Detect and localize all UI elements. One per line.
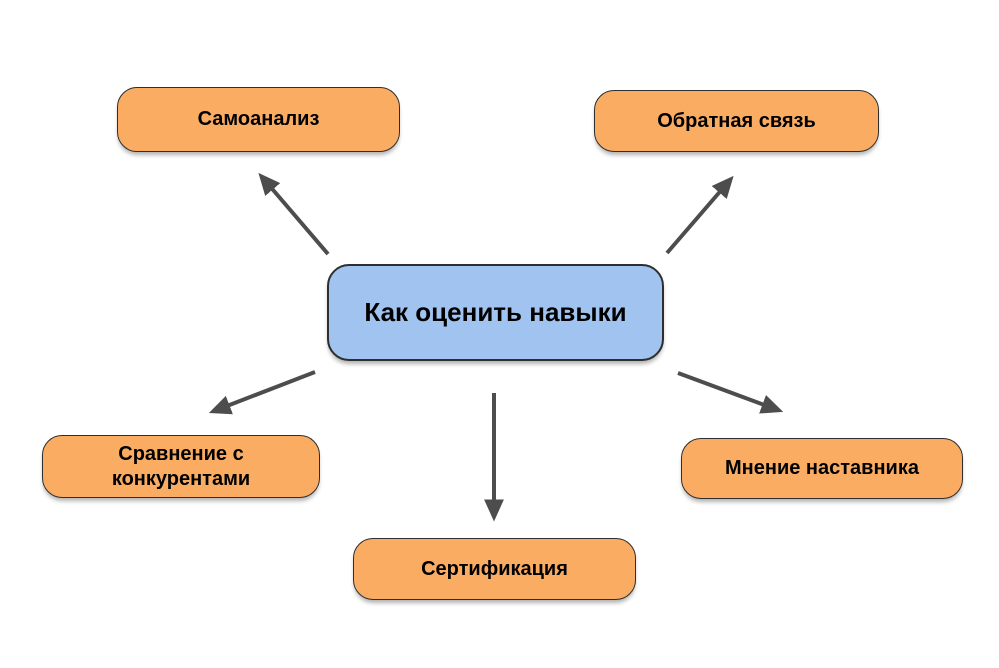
- node-sravnenie-s-konkurentami: Сравнение с конкурентами: [42, 435, 320, 498]
- arrow-to-samoanaliz: [258, 172, 330, 256]
- node-sravnenie-s-konkurentami-label: Сравнение с конкурентами: [111, 442, 251, 490]
- node-center-label: Как оценить навыки: [364, 297, 627, 328]
- node-mnenie-nastavnika: Мнение наставника: [681, 438, 963, 499]
- node-samoanaliz-label: Самоанализ: [197, 108, 320, 130]
- node-mnenie-nastavnika-label: Мнение наставника: [725, 457, 919, 479]
- node-center: Как оценить навыки: [327, 264, 664, 361]
- node-samoanaliz: Самоанализ: [117, 87, 400, 152]
- node-obratnaya-svyaz: Обратная связь: [594, 90, 879, 152]
- arrow-to-obratnaya: [665, 175, 734, 255]
- node-sertifikaciya-label: Сертификация: [421, 557, 568, 580]
- arrow-to-mnenie: [677, 371, 784, 414]
- node-obratnaya-svyaz-label: Обратная связь: [657, 109, 816, 132]
- node-sertifikaciya: Сертификация: [353, 538, 636, 600]
- arrow-to-sravnenie: [208, 370, 316, 415]
